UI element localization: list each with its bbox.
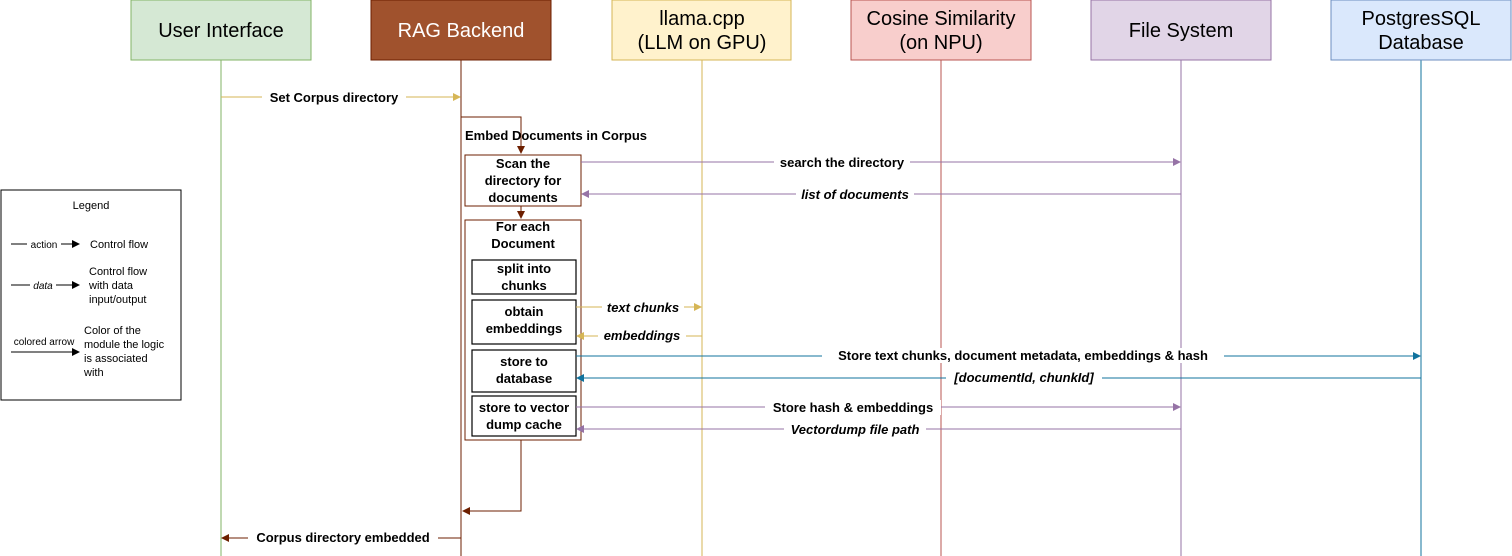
svg-text:dump cache: dump cache bbox=[486, 417, 562, 432]
participant-rag-backend: RAG Backend bbox=[370, 0, 552, 61]
svg-text:store to: store to bbox=[500, 354, 548, 369]
message-embeddings: embeddings bbox=[604, 328, 681, 343]
svg-text:input/output: input/output bbox=[89, 294, 147, 306]
message-list-docs: list of documents bbox=[801, 187, 909, 202]
participant-label-line2: (LLM on GPU) bbox=[638, 32, 767, 54]
svg-text:directory for: directory for bbox=[485, 173, 562, 188]
participant-label-line1: llama.cpp bbox=[659, 8, 745, 30]
svg-text:embeddings: embeddings bbox=[486, 321, 563, 336]
svg-text:Scan the: Scan the bbox=[496, 156, 550, 171]
step-store-vector-dump: store to vector dump cache bbox=[471, 395, 577, 437]
participant-cosine-similarity: Cosine Similarity (on NPU) bbox=[850, 0, 1032, 61]
legend-title: Legend bbox=[73, 200, 110, 212]
message-set-corpus: Set Corpus directory bbox=[270, 90, 399, 105]
svg-text:with: with bbox=[83, 367, 104, 379]
svg-text:with data: with data bbox=[88, 280, 134, 292]
svg-text:Color of the: Color of the bbox=[84, 325, 141, 337]
participant-label: User Interface bbox=[158, 20, 284, 42]
message-store-hash: Store hash & embeddings bbox=[773, 400, 933, 415]
message-search-dir: search the directory bbox=[780, 155, 905, 170]
step-split-chunks: split into chunks bbox=[471, 259, 577, 295]
svg-text:chunks: chunks bbox=[501, 278, 547, 293]
legend-action-arrow: action bbox=[31, 240, 58, 251]
participant-label: RAG Backend bbox=[398, 20, 525, 42]
legend-colored-arrow: colored arrow bbox=[14, 337, 75, 348]
participant-label-line1: Cosine Similarity bbox=[867, 8, 1016, 30]
legend-data-arrow: data bbox=[33, 281, 53, 292]
message-store-db: Store text chunks, document metadata, em… bbox=[838, 348, 1208, 363]
arrow-loop-return bbox=[462, 440, 522, 515]
svg-text:split into: split into bbox=[497, 261, 551, 276]
participant-postgres-db: PostgresSQL Database bbox=[1330, 0, 1512, 61]
message-corpus-embedded: Corpus directory embedded bbox=[256, 530, 429, 545]
message-vectordump-path: Vectordump file path bbox=[791, 422, 920, 437]
participant-user-interface: User Interface bbox=[130, 0, 312, 61]
svg-text:obtain: obtain bbox=[505, 304, 544, 319]
participant-label: File System bbox=[1129, 20, 1233, 42]
svg-text:module the logic: module the logic bbox=[84, 339, 165, 351]
svg-text:Document: Document bbox=[491, 236, 555, 251]
legend-control-flow: Control flow bbox=[90, 239, 148, 251]
svg-text:documents: documents bbox=[488, 190, 557, 205]
svg-text:store to vector: store to vector bbox=[479, 400, 569, 415]
step-obtain-embeddings: obtain embeddings bbox=[471, 299, 577, 345]
arrow-embed-self bbox=[461, 116, 525, 154]
participant-label-line2: (on NPU) bbox=[899, 32, 982, 54]
svg-text:Control flow: Control flow bbox=[89, 266, 147, 278]
participant-file-system: File System bbox=[1090, 0, 1272, 61]
svg-text:database: database bbox=[496, 371, 552, 386]
message-embed-docs: Embed Documents in Corpus bbox=[465, 128, 647, 143]
participant-llama-cpp: llama.cpp (LLM on GPU) bbox=[611, 0, 792, 61]
step-store-database: store to database bbox=[471, 349, 577, 393]
message-doc-ids: [documentId, chunkId] bbox=[953, 370, 1094, 385]
participant-label-line2: Database bbox=[1378, 32, 1464, 54]
participant-label-line1: PostgresSQL bbox=[1362, 8, 1481, 30]
legend: Legend action Control flow data Control … bbox=[0, 189, 182, 401]
step-scan-directory: Scan the directory for documents bbox=[464, 154, 582, 207]
message-text-chunks: text chunks bbox=[607, 300, 679, 315]
svg-text:For each: For each bbox=[496, 219, 550, 234]
svg-text:is associated: is associated bbox=[84, 353, 148, 365]
